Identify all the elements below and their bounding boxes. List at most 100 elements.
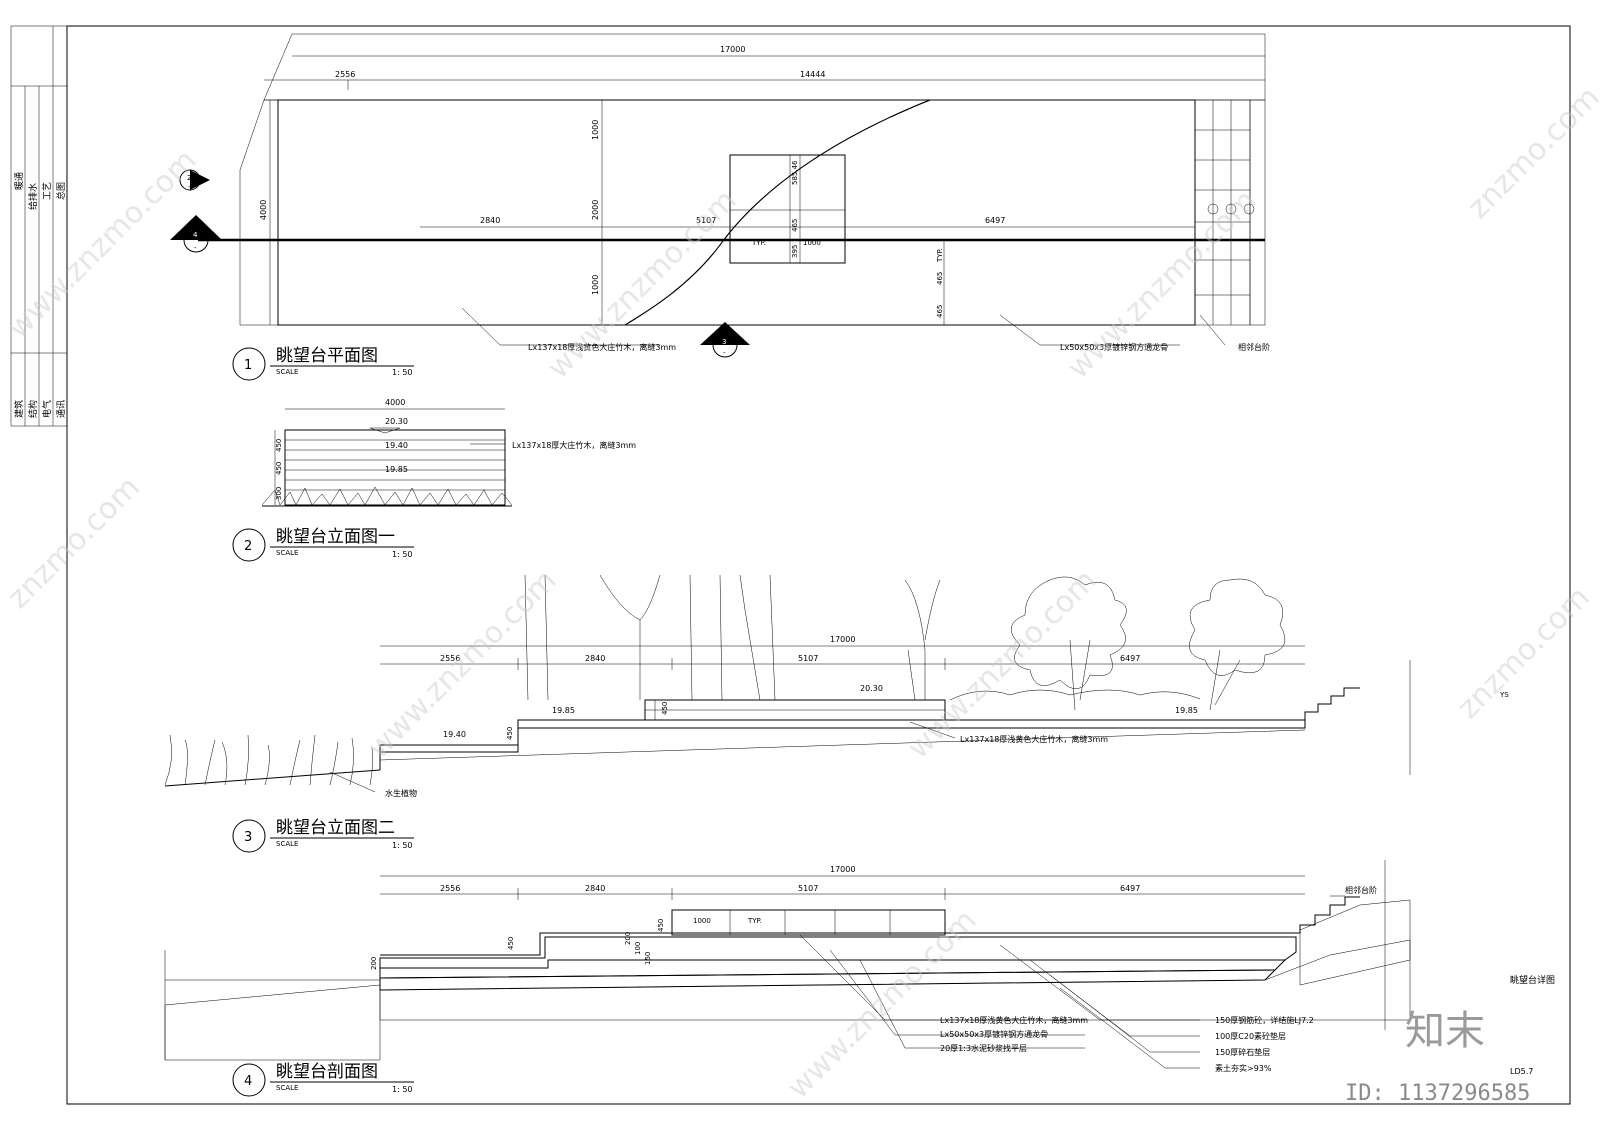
svg-text:2: 2	[187, 174, 191, 182]
sect-gravel	[379, 969, 1277, 991]
title-block-lower-text-0: 建筑	[13, 400, 25, 418]
sect-dim-2: 5107	[798, 884, 818, 893]
sheet-code: LD5.7	[1510, 1067, 1533, 1076]
plan-dim-left: 2556	[335, 70, 355, 79]
plan-dim-d-5: TYP.	[936, 248, 944, 263]
elev1-deck	[284, 429, 506, 506]
plan-dim-total: 17000	[720, 45, 745, 54]
plan-dim-right: 14444	[800, 70, 825, 79]
sect-dim-total: 17000	[830, 865, 855, 874]
sect-detail-1: TYP.	[747, 917, 762, 925]
title-block-upper: 暖通	[13, 172, 25, 190]
elev2-dim-total: 17000	[830, 635, 855, 644]
sect-dim-0: 2556	[440, 884, 460, 893]
watermark-5: znzmo.com	[1, 470, 147, 616]
svg-text:3: 3	[722, 338, 726, 346]
plan-title: 1 眺望台平面图 SCALE 1: 50	[232, 346, 414, 381]
sect-note-step: 相邻台阶	[1345, 885, 1377, 895]
elev1-title: 2 眺望台立面图一 SCALE 1: 50	[232, 527, 414, 562]
elev1-scale-label: SCALE	[276, 549, 298, 557]
elev1-dim-width: 4000	[385, 398, 405, 407]
sect-dim-1: 2840	[585, 884, 605, 893]
sheet-border	[66, 25, 1571, 1105]
elev1-dim-v-2: 300	[275, 487, 283, 500]
sect-title: 4 眺望台剖面图 SCALE 1: 50	[232, 1062, 414, 1097]
sect-dims-vertical: 200 450 200 100 150 450	[370, 919, 665, 970]
plan-scale-value: 1: 50	[392, 368, 413, 377]
elev2-note-side: YS	[1499, 691, 1509, 699]
title-block: 暖通 给排水 工艺 总图 建筑 结构 电气 通讯	[10, 25, 68, 427]
plan-decking-horizontal	[623, 99, 1196, 326]
sect-scale-label: SCALE	[276, 1084, 298, 1092]
svg-text:-: -	[194, 244, 197, 252]
plan-dims-detail: 585.46 465 395 1000 TYP. TYP. 465 465	[751, 155, 945, 325]
elevation-2: 17000 2556 2840 5107 6497 YS 19.85 19.40…	[164, 574, 1509, 853]
svg-text:-: -	[188, 183, 191, 191]
elev1-title-text: 眺望台立面图一	[276, 527, 395, 547]
plan-dim-v-0: 1000	[591, 120, 600, 140]
sect-dim-v-2: 200	[624, 932, 632, 945]
sect-dim-v-3: 100	[634, 942, 642, 955]
elev2-scale-label: SCALE	[276, 840, 298, 848]
watermark-2: www.znzmo.com	[1061, 183, 1264, 386]
sect-leaders-right: 150厚钢筋砼，详结施LJ7.2 100厚C20素砼垫层 150厚碎石垫层 素土…	[999, 944, 1314, 1073]
elev2-title-number: 3	[244, 830, 252, 845]
plan-dim-d-0: 585.46	[791, 160, 799, 185]
svg-text:-: -	[723, 349, 726, 357]
elev2-title-text: 眺望台立面图二	[276, 818, 395, 838]
plan-dims-vertical: 1000 2000 1000 4000	[259, 100, 603, 325]
sect-layer-0: Lx137x18厚浅黄色大庄竹木，离缝3mm	[940, 1015, 1088, 1025]
plan-ground-top	[263, 33, 1266, 101]
sect-left-ground	[164, 984, 381, 1061]
sect-stairs-base	[1299, 899, 1411, 986]
plan-dim-d-1: 465	[791, 219, 799, 232]
plan-step-grid	[1194, 99, 1255, 326]
elev1-grass	[261, 486, 513, 506]
elev2-dim-1: 2840	[585, 654, 605, 663]
title-block-upper-text-0: 暖通	[13, 172, 25, 190]
sect-stairs	[1300, 896, 1360, 926]
sect-layer-right-0: 150厚钢筋砼，详结施LJ7.2	[1215, 1015, 1314, 1025]
sect-layer-right-2: 150厚碎石垫层	[1215, 1047, 1270, 1057]
elev2-dim-3: 6497	[1120, 654, 1140, 663]
elev1-scale-value: 1: 50	[392, 550, 413, 559]
watermarks: www.znzmo.com www.znzmo.com www.znzmo.co…	[1, 80, 1600, 1106]
elev2-dim-v-1: 450	[506, 727, 514, 740]
elev2-stairs	[1304, 687, 1360, 728]
sect-bench: 1000 TYP.	[671, 909, 946, 936]
sect-layer-right-1: 100厚C20素砼垫层	[1215, 1031, 1286, 1041]
elev2-main-deck	[517, 719, 1306, 729]
title-block-lower-text-1: 结构	[27, 400, 39, 418]
plan-dim-d-3: 1000	[803, 239, 821, 247]
elev2-note-plants: 水生植物	[385, 788, 417, 798]
elev1-elev-0: 20.30	[385, 417, 408, 426]
elev1-dim-v-0: 450	[275, 439, 283, 452]
sect-deck-top	[380, 924, 1310, 956]
plan-dim-v-2: 1000	[591, 275, 600, 295]
sect-dim-3: 6497	[1120, 884, 1140, 893]
elev2-dim-v-0: 450	[661, 702, 669, 715]
id-label: ID: 1137296585	[1345, 1081, 1530, 1106]
plan-dim-d-7: 465	[936, 305, 944, 318]
elev2-note-bamboo: Lx137x18厚浅黄色大庄竹木，离缝3mm	[960, 734, 1108, 744]
sect-note-detail: 眺望台详图	[1510, 974, 1555, 986]
brand-logo: 知末	[1405, 1008, 1485, 1054]
plan-dim-inner-0: 2840	[480, 216, 500, 225]
plan-scale-label: SCALE	[276, 368, 298, 376]
title-block-upper-text-3: 总图	[55, 182, 67, 200]
sect-title-number: 4	[244, 1074, 252, 1089]
sect-layer-1: Lx50x50x3厚镀锌钢方通龙骨	[940, 1029, 1048, 1039]
watermark-1: www.znzmo.com	[541, 183, 744, 386]
sect-concrete	[379, 936, 1297, 969]
watermark-6: znzmo.com	[1451, 580, 1597, 726]
plan-dim-inner-1: 5107	[696, 216, 716, 225]
plan-dim-v-1: 2000	[591, 200, 600, 220]
sect-layer-right-3: 素土夯实>93%	[1215, 1063, 1272, 1073]
section-marker-3: 3 -	[700, 322, 750, 358]
plan-note-step: 相邻台阶	[1238, 342, 1270, 352]
elevation-1: 4000 20.30 19.40 19.85 450 450 300 Lx137…	[232, 398, 636, 562]
svg-text:4: 4	[193, 231, 198, 239]
watermark-0: www.znzmo.com	[1, 143, 204, 346]
plan-note-steel: Lx50x50x3厚镀锌钢方通龙骨	[1060, 342, 1168, 352]
elev2-trees	[524, 574, 1286, 711]
